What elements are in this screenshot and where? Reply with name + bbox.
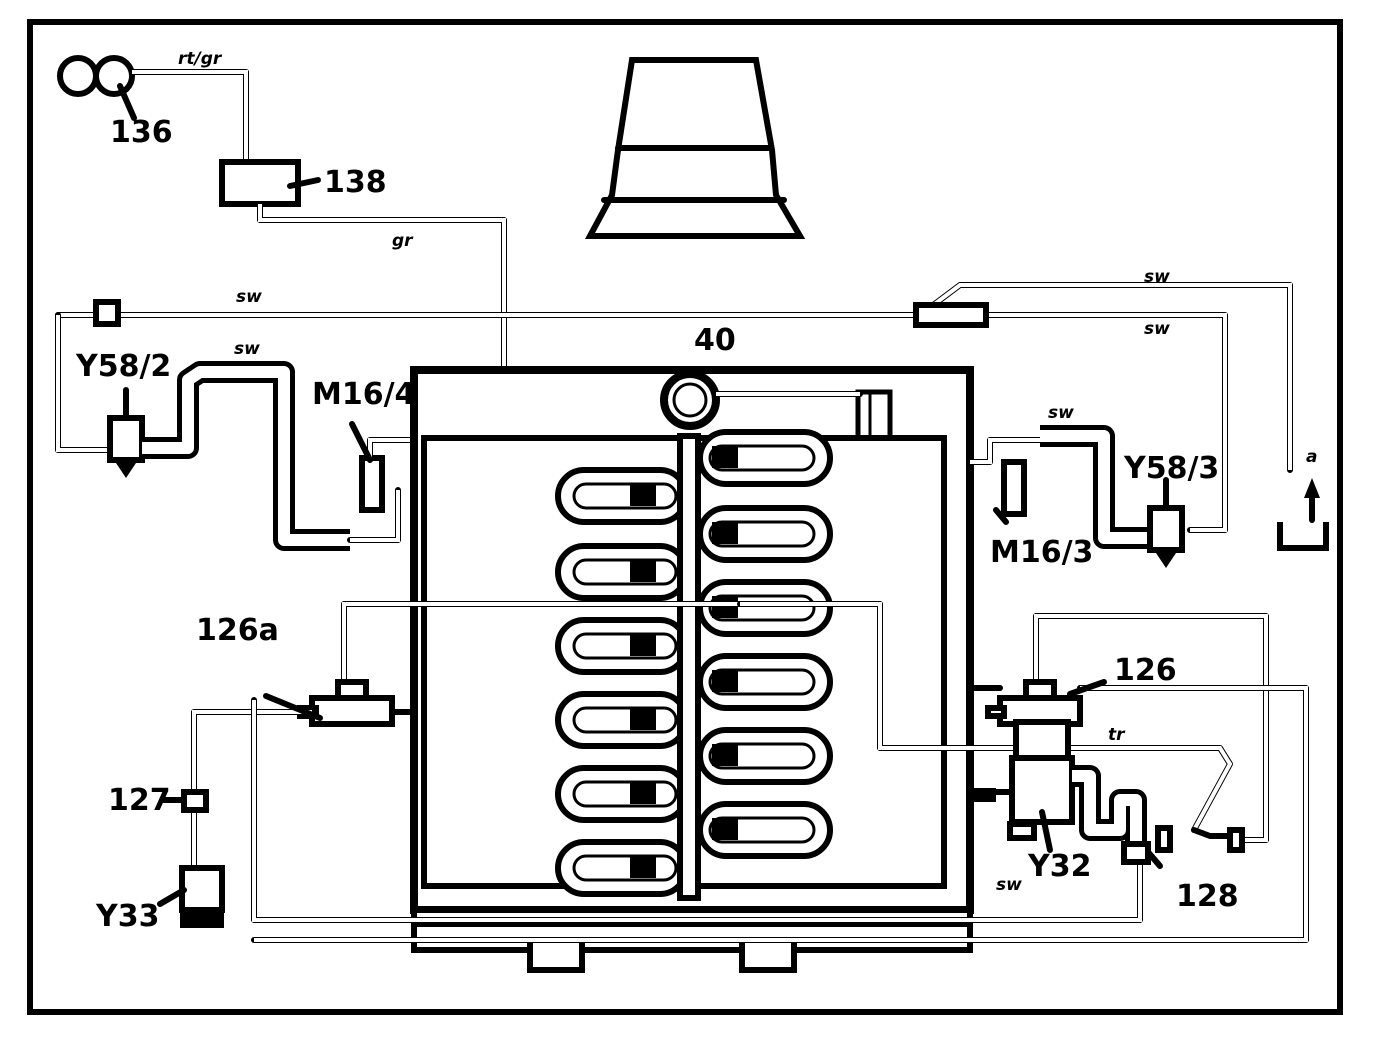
label-126a: 126a [196,613,279,648]
actuator-m16-4 [347,421,431,543]
arrow-label: a [1306,447,1317,467]
label-y33: Y33 [95,899,159,934]
label-128: 128 [1176,879,1239,914]
vacuum-pump-icon [57,55,135,97]
connector-128 [1121,825,1173,869]
engine-icon [410,366,974,973]
label-40: 40 [694,323,736,358]
valve-y33 [157,865,225,928]
actuator-m16-3 [993,459,1027,525]
label-m16-3: M16/3 [990,535,1093,570]
color-sw-bottom: sw [996,875,1022,895]
arrow-up-icon [1277,478,1329,551]
color-rt-gr: rt/gr [178,49,223,69]
color-sw-right-top: sw [1144,267,1170,287]
valve-y32 [974,719,1075,853]
label-126: 126 [1114,653,1177,688]
color-sw-left: sw [234,339,260,359]
color-sw-m16-3: sw [1048,403,1074,423]
label-y58-2: Y58/2 [75,349,171,384]
label-m16-4: M16/4 [312,377,415,412]
label-127: 127 [108,783,171,818]
air-cleaner-icon [584,57,806,239]
restrictor-127 [159,789,209,813]
color-tr: tr [1108,725,1126,745]
color-sw-right-mid: sw [1144,319,1170,339]
diagram-frame [27,19,1343,1015]
connection-40 [660,370,863,430]
label-136: 136 [110,115,173,150]
intake-runners-left [555,467,689,897]
color-gr: gr [392,231,414,251]
label-138: 138 [324,165,387,200]
valve-y58-2 [107,387,145,478]
intake-runners-right [697,429,833,859]
color-sw-top: sw [236,287,262,307]
valve-y58-3 [1147,477,1185,568]
label-y58-3: Y58/3 [1123,451,1219,486]
valve-138 [219,159,301,207]
label-y32: Y32 [1027,849,1091,884]
